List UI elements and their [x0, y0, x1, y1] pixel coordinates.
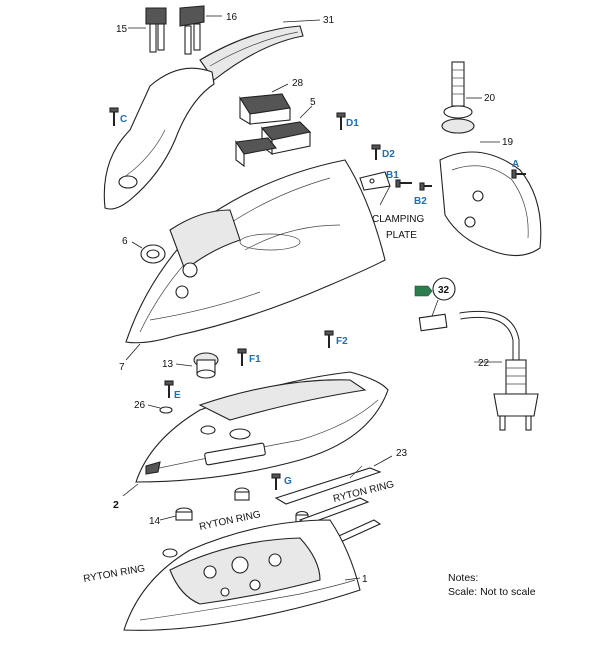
- screw-f1: [237, 348, 247, 366]
- label-19: 19: [502, 137, 514, 148]
- label-screw-d1: D1: [346, 118, 359, 129]
- label-32: 32: [438, 285, 450, 296]
- notes-scale: Scale: Not to scale: [448, 586, 536, 598]
- heating-element-23: [274, 465, 382, 545]
- water-tank-2: [135, 371, 389, 483]
- screw-a: [511, 169, 526, 179]
- label-plate: PLATE: [386, 230, 417, 241]
- label-screw-a: A: [512, 159, 519, 170]
- label-screw-c: C: [120, 114, 127, 125]
- label-13: 13: [162, 359, 174, 370]
- part-28: [239, 93, 291, 125]
- label-26: 26: [134, 400, 146, 411]
- label-7: 7: [119, 362, 125, 373]
- label-screw-g: G: [284, 476, 292, 487]
- ryton-ring-right: [295, 510, 309, 523]
- power-cord-22: [459, 310, 539, 431]
- ryton-ring-top: [234, 487, 250, 501]
- part-5: [235, 121, 312, 168]
- ring-6: [140, 244, 166, 264]
- screw-d2: [371, 144, 381, 160]
- label-clamping: CLAMPING: [372, 214, 424, 225]
- screw-e: [164, 380, 174, 398]
- label-screw-e: E: [174, 390, 181, 401]
- label-screw-b2: B2: [414, 196, 427, 207]
- label-5: 5: [310, 97, 316, 108]
- part-14: [175, 507, 193, 521]
- label-screw-f2: F2: [336, 336, 348, 347]
- label-6: 6: [122, 236, 128, 247]
- part-13: [193, 352, 219, 379]
- label-28: 28: [292, 78, 304, 89]
- screw-b2: [395, 179, 432, 191]
- soleplate-1: [123, 519, 361, 631]
- handle-body: [103, 67, 215, 210]
- notes-title: Notes:: [448, 572, 478, 584]
- label-31: 31: [323, 15, 335, 26]
- rear-cover-19: [439, 151, 542, 257]
- button-15: [145, 7, 167, 53]
- label-screw-b1: B1: [386, 170, 399, 181]
- label-ryton-ring-left: RYTON RING: [83, 563, 147, 585]
- label-2: 2: [113, 499, 119, 511]
- steam-rod-20: [441, 61, 475, 134]
- washer-26: [159, 406, 173, 414]
- label-14: 14: [149, 516, 161, 527]
- label-screw-f1: F1: [249, 354, 261, 365]
- screw-d1: [336, 112, 346, 130]
- screw-g: [271, 473, 281, 490]
- screw-f2: [324, 330, 334, 348]
- label-22: 22: [478, 358, 490, 369]
- part-32-tag: [414, 277, 456, 332]
- label-15: 15: [116, 24, 128, 35]
- label-23: 23: [396, 448, 408, 459]
- handle-top-cover-31: [199, 25, 304, 81]
- iron-body-7: [125, 159, 386, 344]
- screw-c: [109, 107, 119, 126]
- label-1: 1: [362, 574, 368, 585]
- label-16: 16: [226, 12, 238, 23]
- label-20: 20: [484, 93, 496, 104]
- label-screw-d2: D2: [382, 149, 395, 160]
- button-16: [179, 5, 205, 55]
